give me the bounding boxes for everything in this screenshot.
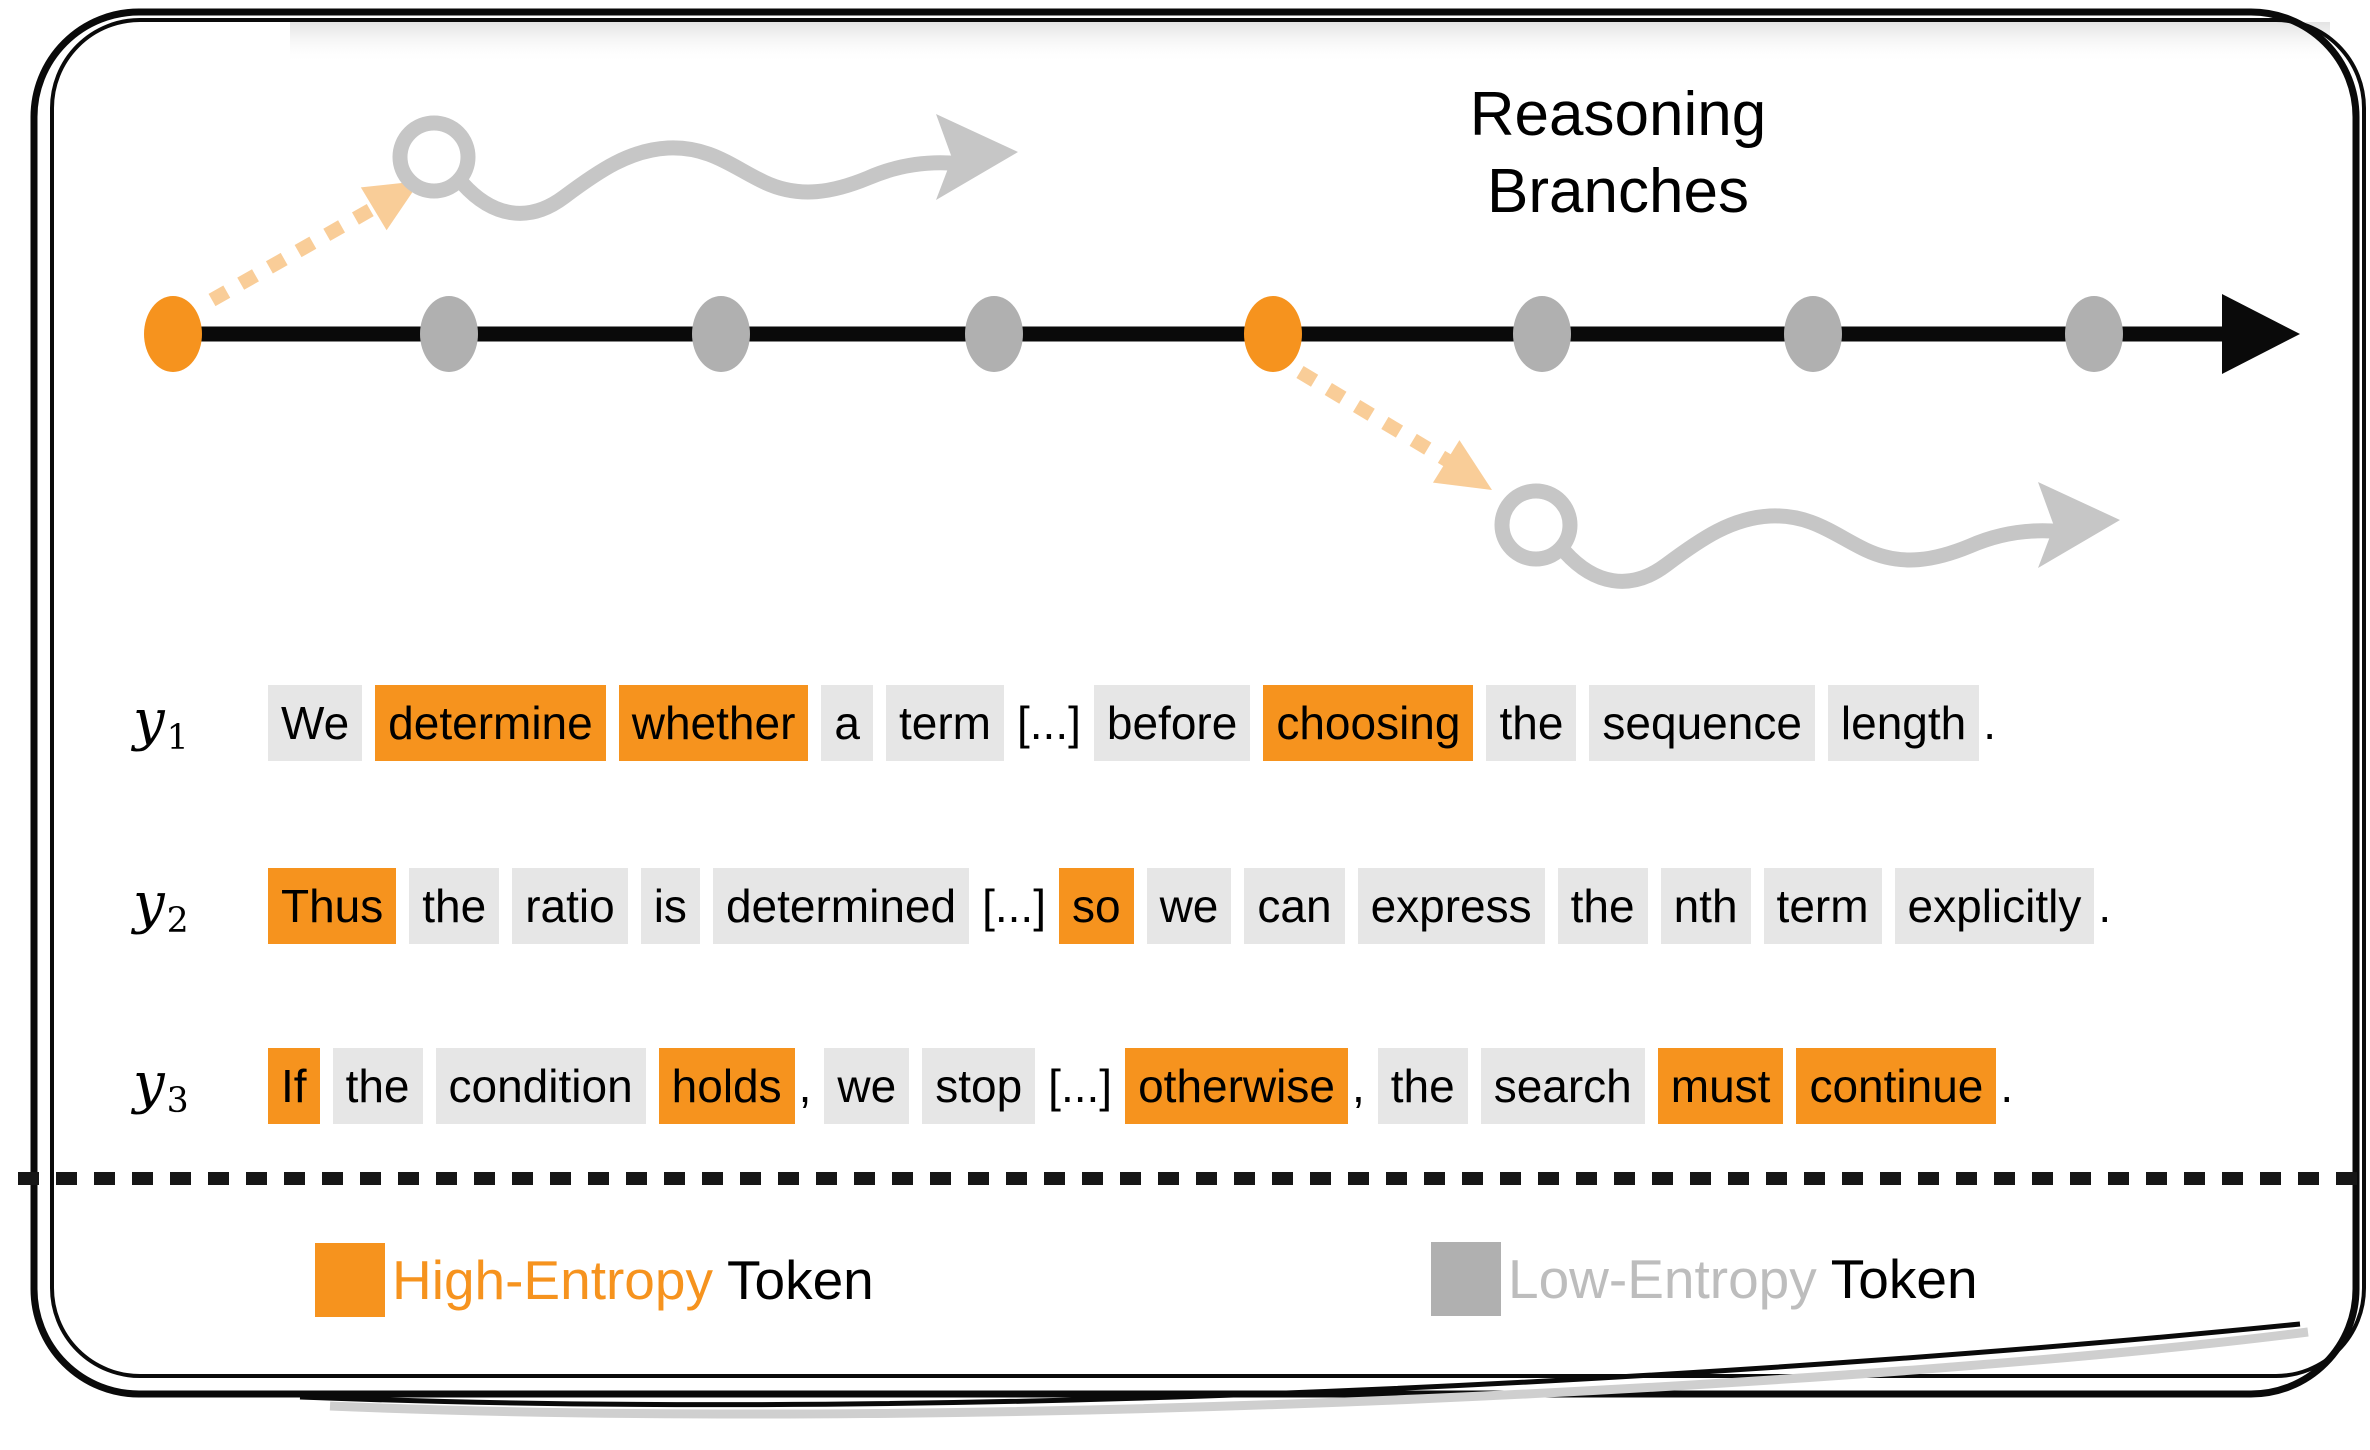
low-entropy-token: length (1827, 685, 1980, 761)
timeline (144, 294, 2300, 374)
branch-arrowhead-icon (1432, 440, 1506, 512)
low-entropy-token-dot (1513, 296, 1571, 372)
low-entropy-token: the (332, 1048, 423, 1124)
sentence-label: y2 (133, 871, 189, 941)
high-entropy-token: holds (658, 1048, 795, 1124)
low-entropy-token: sequence (1589, 685, 1815, 761)
branch-arrow-icon (208, 193, 392, 307)
high-entropy-token: determine (375, 685, 606, 761)
branch-arrow-icon (1296, 365, 1454, 469)
low-entropy-token: We (268, 685, 363, 761)
high-entropy-token: so (1058, 868, 1134, 944)
reasoning-branches-label: Reasoning Branches (1470, 76, 1766, 230)
low-entropy-token: can (1244, 868, 1345, 944)
high-entropy-token: must (1657, 1048, 1784, 1124)
legend-high-suffix: Token (726, 1249, 874, 1311)
high-entropy-token: choosing (1263, 685, 1474, 761)
low-entropy-token: search (1480, 1048, 1645, 1124)
low-entropy-swatch-icon (1431, 1242, 1501, 1316)
low-entropy-token: the (409, 868, 500, 944)
timeline-arrowhead-icon (2222, 294, 2300, 374)
low-entropy-token: we (824, 1048, 910, 1124)
legend-low-entropy: Low-Entropy Token (1431, 1242, 1978, 1316)
low-entropy-token: term (885, 685, 1004, 761)
low-entropy-token: the (1486, 685, 1577, 761)
reasoning-branches-line1: Reasoning (1469, 80, 1767, 149)
plain-token: . (2098, 880, 2112, 932)
low-entropy-token: express (1357, 868, 1545, 944)
high-entropy-token-dot (144, 296, 202, 372)
low-entropy-token: determined (712, 868, 970, 944)
high-entropy-token: Thus (268, 868, 397, 944)
timeline-dots (144, 296, 2123, 372)
low-entropy-token-dot (965, 296, 1023, 372)
low-entropy-token: explicitly (1894, 868, 2095, 944)
plain-token: [...] (982, 880, 1046, 932)
frame-top-shading (290, 22, 2330, 64)
high-entropy-token-dot (1244, 296, 1302, 372)
low-entropy-token: condition (435, 1048, 646, 1124)
legend-high-label: High-Entropy (392, 1249, 713, 1311)
reasoning-branches-line2: Branches (1487, 157, 1749, 226)
low-entropy-token: before (1093, 685, 1251, 761)
high-entropy-token: continue (1796, 1048, 1997, 1124)
legend-low-suffix: Token (1830, 1248, 1978, 1310)
low-entropy-token: the (1557, 868, 1648, 944)
high-entropy-token: whether (618, 685, 809, 761)
plain-token: [...] (1048, 1060, 1113, 1112)
legend-low-label: Low-Entropy (1508, 1248, 1817, 1310)
low-entropy-token-dot (692, 296, 750, 372)
low-entropy-token: term (1763, 868, 1882, 944)
low-entropy-token: stop (922, 1048, 1036, 1124)
low-entropy-token: the (1377, 1048, 1468, 1124)
high-entropy-token: otherwise (1125, 1048, 1348, 1124)
plain-token: . (1983, 697, 1997, 749)
sentence-label: y1 (133, 688, 189, 758)
low-entropy-token-dot (2065, 296, 2123, 372)
dashed-divider (18, 1172, 2370, 1185)
high-entropy-token: If (268, 1048, 320, 1124)
low-entropy-token: ratio (512, 868, 628, 944)
plain-token: [...] (1016, 697, 1081, 749)
sentence-label: y3 (133, 1051, 189, 1121)
low-entropy-token-dot (420, 296, 478, 372)
low-entropy-token: nth (1660, 868, 1751, 944)
legend-high-entropy: High-Entropy Token (315, 1243, 874, 1317)
low-entropy-token: we (1146, 868, 1232, 944)
sketchy-frame-border (30, 8, 2366, 1419)
branch-1 (208, 114, 1018, 307)
low-entropy-token: is (640, 868, 700, 944)
plain-token: , (1351, 1060, 1365, 1112)
branch-2 (1296, 365, 2120, 581)
high-entropy-swatch-icon (315, 1243, 385, 1317)
plain-token: , (798, 1060, 812, 1112)
plain-token: . (2000, 1060, 2014, 1112)
low-entropy-token: a (821, 685, 873, 761)
low-entropy-token-dot (1784, 296, 1842, 372)
